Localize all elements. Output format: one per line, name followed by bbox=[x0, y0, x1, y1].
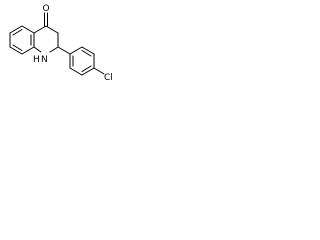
oxygen-label: O bbox=[43, 4, 50, 14]
benzo-ring bbox=[9, 25, 35, 55]
amine-group: H N bbox=[33, 55, 48, 65]
chlorophenyl-ring bbox=[69, 46, 95, 76]
chlorine-substituent: Cl bbox=[93, 67, 113, 83]
aryl-bond-5 bbox=[69, 67, 83, 76]
ring-bond-c2-n1 bbox=[49, 46, 59, 53]
aryl-bond-4 bbox=[81, 67, 95, 76]
carbonyl-group: O bbox=[43, 4, 50, 27]
aryl-double-bond-1 bbox=[81, 50, 92, 57]
benzo-bond-2 bbox=[21, 25, 35, 34]
benzo-double-bond-3 bbox=[12, 44, 23, 51]
chemical-structure-diagram: O H N Cl bbox=[9, 4, 113, 83]
benzo-double-bond-1 bbox=[12, 29, 23, 36]
chlorine-label: Cl bbox=[104, 73, 113, 83]
hydrogen-label: H bbox=[33, 55, 40, 65]
ring-bond-c4-c3 bbox=[45, 25, 59, 34]
aryl-linker-bond bbox=[57, 46, 71, 55]
benzo-bond-5 bbox=[9, 46, 23, 55]
chlorine-bond bbox=[93, 67, 105, 75]
ring-bond-n1-c8a bbox=[33, 46, 42, 53]
aryl-double-bond-2 bbox=[81, 65, 92, 72]
ring-bond-c4a-c4 bbox=[33, 25, 47, 34]
aryl-bond-2 bbox=[81, 46, 95, 55]
benzo-bond-1 bbox=[9, 25, 23, 34]
benzo-bond-4 bbox=[21, 46, 35, 55]
nitrogen-label: N bbox=[41, 55, 48, 65]
aryl-bond-1 bbox=[69, 46, 83, 55]
heterocycle-ring bbox=[33, 25, 59, 53]
